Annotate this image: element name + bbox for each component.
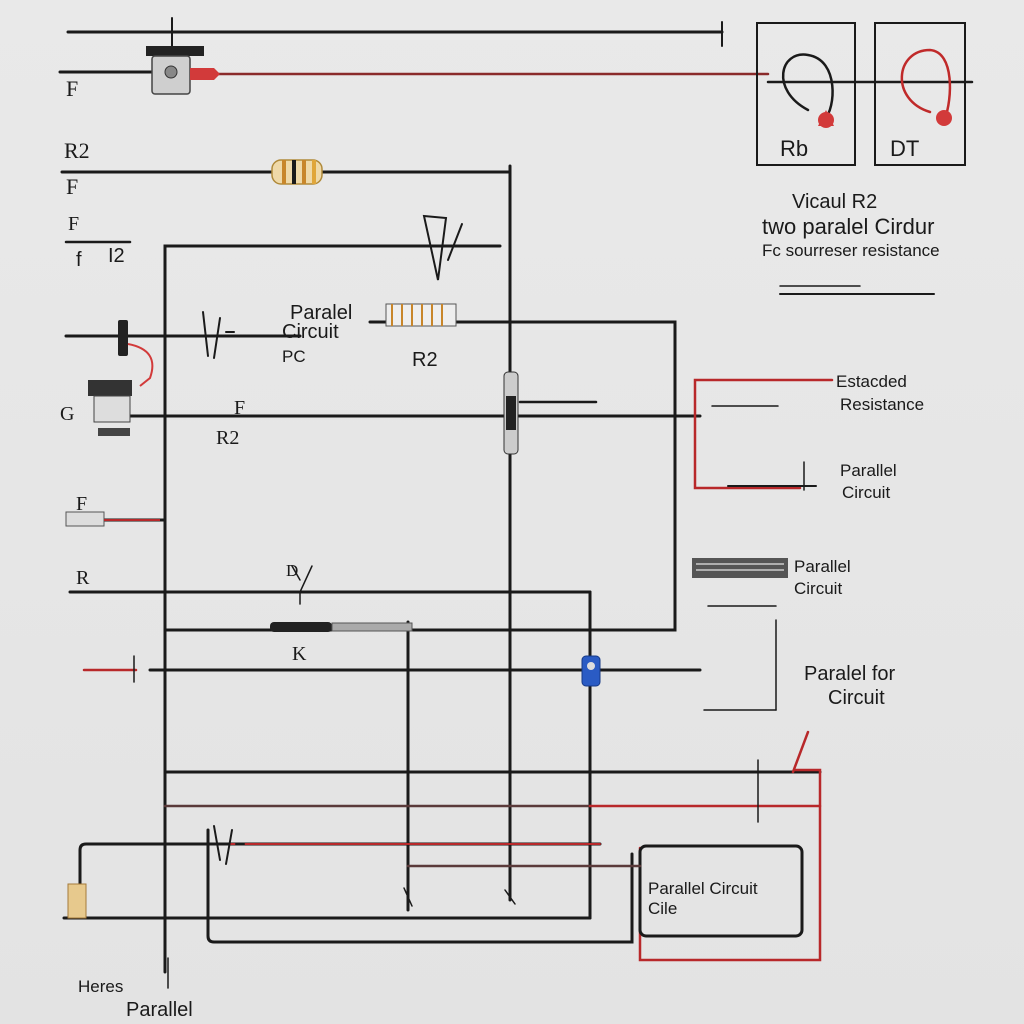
note-1b: Resistance (840, 395, 925, 414)
dt-label: DT (890, 136, 920, 161)
note-4b: Circuit (828, 687, 885, 709)
coil-icon-left (781, 53, 834, 120)
cable-component (270, 622, 413, 632)
heading-line-1: Vicaul R2 (792, 191, 878, 213)
bottom-left-label-1: Heres (78, 977, 124, 996)
i2-label: I2 (108, 245, 125, 267)
f-small-label: f (76, 249, 82, 271)
top-left-label: F (66, 76, 79, 101)
note-2b: Circuit (842, 483, 891, 502)
r2-top-label: R2 (64, 138, 90, 163)
bottom-left-connector (67, 883, 87, 919)
resistor-icon-2 (385, 303, 457, 327)
heading-line-3: Fc sourreser resistance (762, 241, 940, 260)
heading-line-2: two paralel Cirdur (762, 214, 935, 239)
relay-component (88, 380, 132, 436)
capacitor-icon (118, 320, 154, 387)
note-3a: Parallel (794, 557, 851, 576)
parallel-title-1: Paralel (290, 302, 353, 324)
rb-label: Rb (780, 136, 809, 161)
d-mid-label: D (286, 561, 299, 580)
bottom-left-label-2: Parallel (126, 999, 193, 1021)
blue-part-icon (581, 655, 601, 687)
wire-left-loop (163, 244, 502, 974)
coil-icon-right (900, 48, 952, 120)
spine-component (503, 371, 519, 455)
f-mid2-label: F (76, 493, 88, 515)
bottom-box-sub: Cile (648, 899, 678, 918)
switch-icon (146, 46, 220, 95)
dt-box (874, 22, 966, 166)
resistor-icon (271, 159, 323, 185)
r2-low-label: R2 (216, 427, 240, 449)
note-4a: Paralel for (804, 663, 896, 685)
note-3b: Circuit (794, 579, 843, 598)
bottom-box-label: Parallel Circuit (648, 879, 758, 898)
f-mid-label: F (234, 397, 246, 419)
bottom-right-box (638, 844, 804, 938)
left-connector-2 (65, 511, 160, 527)
note-1a: Estacded (836, 372, 907, 391)
note-2a: Parallel (840, 461, 897, 480)
rb-box (756, 22, 856, 166)
pc-label: PC (282, 347, 306, 366)
f-left-label-2: F (68, 213, 80, 235)
strip-component (692, 558, 788, 578)
k-mid-label: K (292, 643, 307, 665)
r2-mid-label: R2 (412, 349, 438, 371)
diode-icon (422, 214, 463, 281)
f-left-label-1: F (66, 174, 79, 199)
led-icon (818, 110, 952, 128)
r-left-label: R (76, 567, 90, 589)
parallel-title-2: Circuit (282, 321, 339, 343)
g-label: G (60, 403, 75, 425)
